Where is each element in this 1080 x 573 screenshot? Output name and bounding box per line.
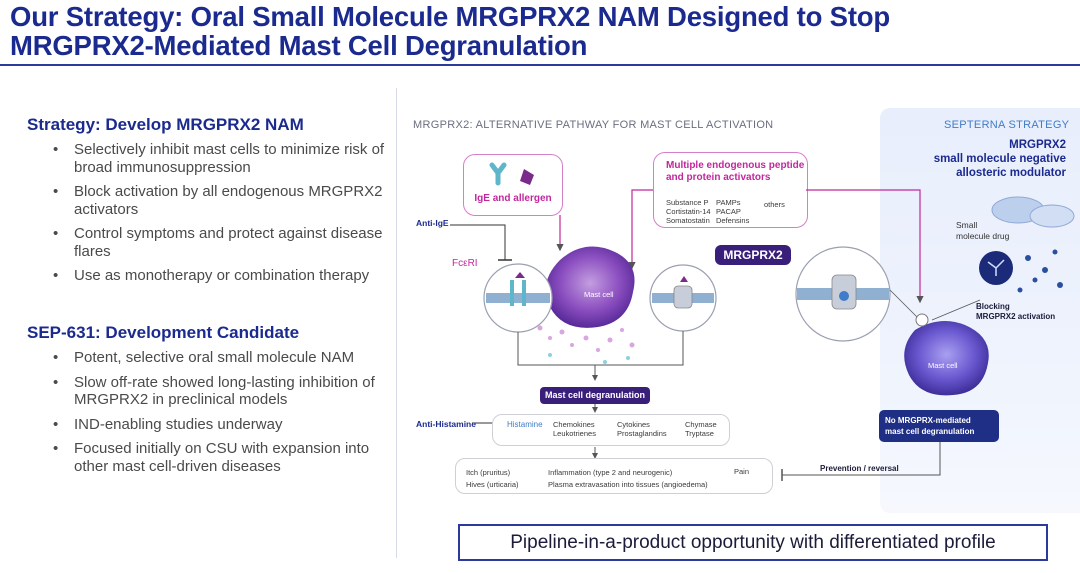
section-candidate-heading: SEP-631: Development Candidate — [27, 323, 300, 342]
small-molecule-drug-line-2: molecule drug — [956, 231, 1010, 241]
mast-cell-right-graphic — [904, 321, 989, 396]
nam-label: MRGPRX2 small molecule negative alloster… — [918, 138, 1066, 180]
section-strategy-heading: Strategy: Develop MRGPRX2 NAM — [27, 115, 304, 134]
candidate-bullets: Potent, selective oral small molecule NA… — [50, 349, 390, 482]
anti-ige-label: Anti-IgE — [416, 218, 449, 228]
ige-allergen-box: IgE and allergen — [463, 154, 563, 216]
small-molecule-drug-line-1: Small — [956, 220, 978, 230]
pathway-diagram — [450, 189, 1075, 481]
mediator-item: Chemokines — [553, 420, 595, 429]
granules — [537, 325, 635, 352]
mrgprx2-pill: MRGPRX2 — [715, 245, 791, 265]
degranulation-pill: Mast cell degranulation — [540, 387, 650, 404]
strategy-bullets: Selectively inhibit mast cells to minimi… — [50, 141, 390, 292]
mast-cell-right-label: Mast cell — [928, 361, 958, 370]
symptom-pain: Pain — [734, 467, 750, 476]
symptom-item: Hives (urticaria) — [466, 480, 519, 489]
no-degranulation-box: No MRGPRX-mediated mast cell degranulati… — [879, 410, 999, 442]
bullet-item: Focused initially on CSU with expansion … — [50, 440, 390, 475]
mediator-item: Cytokines — [617, 420, 650, 429]
bullet-item: Block activation by all endogenous MRGPR… — [50, 183, 390, 218]
bullet-item: Slow off-rate showed long-lasting inhibi… — [50, 374, 390, 409]
nam-label-line-3: allosteric modulator — [956, 167, 1066, 179]
symptom-col-1: Itch (pruritus) Hives (urticaria) — [466, 467, 519, 491]
title-line-2: MRGPRX2-Mediated Mast Cell Degranulation — [10, 30, 588, 61]
mediator-item: Leukotrienes — [553, 429, 596, 438]
septerna-strategy-label: SEPTERNA STRATEGY — [944, 119, 1070, 131]
mediator-item: Chymase — [685, 420, 717, 429]
activator-item: Substance P — [666, 198, 709, 207]
bullet-item: IND-enabling studies underway — [50, 416, 390, 434]
mediator-item: Tryptase — [685, 429, 714, 438]
symptom-item: Itch (pruritus) — [466, 468, 511, 477]
activator-arrow — [628, 189, 653, 270]
mediator-col-1: Chemokines Leukotrienes — [553, 420, 596, 438]
anti-ige-line — [450, 224, 506, 260]
small-molecule-drug-label: Small molecule drug — [956, 220, 1009, 242]
histamine-label: Histamine — [507, 420, 543, 429]
septerna-strategy-panel — [880, 108, 1080, 513]
blocking-label: Blocking MRGPRX2 activation — [976, 302, 1055, 322]
blocking-line-2: MRGPRX2 activation — [976, 312, 1056, 321]
symptom-item: Inflammation (type 2 and neurogenic) — [548, 468, 673, 477]
nam-label-line-2: small molecule negative — [933, 153, 1066, 165]
bullet-item: Selectively inhibit mast cells to minimi… — [50, 141, 390, 176]
anti-histamine-label: Anti-Histamine — [416, 419, 476, 429]
activator-item: PACAP — [716, 207, 741, 216]
blocking-line-1: Blocking — [976, 302, 1010, 311]
no-degranulation-line-1: No MRGPRX-mediated — [885, 416, 971, 425]
bullet-item: Control symptoms and protect against dis… — [50, 225, 390, 260]
mediators-box: Histamine Chemokines Leukotrienes Cytoki… — [492, 414, 730, 446]
diagram-heading: MRGPRX2: ALTERNATIVE PATHWAY FOR MAST CE… — [413, 119, 774, 131]
activators-title-line-1: Multiple endogenous peptide — [666, 160, 805, 171]
mast-cell-graphic — [545, 246, 635, 328]
column-divider — [396, 88, 397, 558]
activators-title-line-2: and protein activators — [666, 172, 771, 183]
symptoms-box: Itch (pruritus) Hives (urticaria) Inflam… — [455, 458, 773, 494]
symptom-item: Plasma extravasation into tissues (angio… — [548, 480, 708, 489]
bullet-item: Use as monotherapy or combination therap… — [50, 267, 390, 285]
fceri-receptor — [510, 280, 526, 306]
activator-item: PAMPs — [716, 198, 741, 207]
activators-box: Multiple endogenous peptide and protein … — [653, 152, 808, 228]
no-degranulation-line-2: mast cell degranulation — [885, 427, 975, 436]
mediator-item: Prostaglandins — [617, 429, 667, 438]
bullet-item: Potent, selective oral small molecule NA… — [50, 349, 390, 367]
membrane-left — [486, 293, 550, 303]
slide-title: Our Strategy: Oral Small Molecule MRGPRX… — [10, 2, 1070, 60]
mediator-col-2: Cytokines Prostaglandins — [617, 420, 667, 438]
activator-others: others — [764, 200, 785, 209]
prevention-label: Prevention / reversal — [820, 464, 899, 473]
ige-allergen-label: IgE and allergen — [474, 193, 552, 204]
ige-allergen-icon — [489, 162, 534, 186]
activators-col-2: PAMPs PACAP Defensins — [716, 198, 749, 225]
title-divider — [0, 64, 1080, 66]
nam-label-line-1: MRGPRX2 — [1009, 139, 1066, 151]
fceri-label: FcεRI — [452, 258, 478, 269]
activator-arrow-right — [806, 189, 924, 304]
activator-item: Defensins — [716, 216, 750, 225]
mast-cell-label: Mast cell — [584, 290, 614, 299]
activator-item: Somatostatin — [666, 216, 710, 225]
mediator-col-3: Chymase Tryptase — [685, 420, 717, 438]
title-line-1: Our Strategy: Oral Small Molecule MRGPRX… — [10, 1, 890, 32]
activator-item: Cortistatin-14 — [666, 207, 711, 216]
activators-col-1: Substance P Cortistatin-14 Somatostatin — [666, 198, 711, 225]
symptom-col-2: Inflammation (type 2 and neurogenic) Pla… — [548, 467, 708, 491]
pipeline-callout: Pipeline-in-a-product opportunity with d… — [458, 524, 1048, 561]
activators-title: Multiple endogenous peptide and protein … — [666, 160, 804, 184]
